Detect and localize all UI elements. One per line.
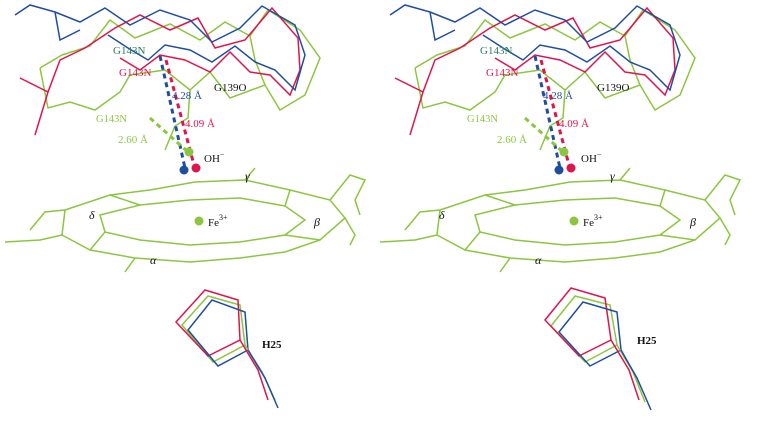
oh-atom-red [566,163,576,173]
oh-atom-green [184,147,194,157]
stereo-panel-right: G143N G143N G139O 4.28 Å G143N 4.09 Å 2.… [379,4,742,411]
heme-arm-bottom [124,257,136,273]
fe-atom [194,216,204,226]
heme-arm-top [244,167,256,181]
label-g139o: G139O [214,82,246,94]
heme-arm-right2 [344,217,356,246]
his-ring-blue [187,299,249,367]
heme-ring-outer [436,179,722,263]
label-gamma: γ [245,169,250,183]
heme-bond-2 [284,189,291,207]
heme-bond-3 [284,234,321,241]
backbone-blue [389,4,681,92]
hbond-lines [148,55,196,169]
heme-arm-bottom [499,257,511,273]
label-dist-green: 2.60 Å [497,134,527,146]
label-g143n-blue: G143N [480,45,512,57]
label-fe: Fe3+ [208,213,228,229]
his-ring-red [544,287,612,357]
backbone-blue-2 [54,11,81,42]
heme-ring-inner [99,197,307,246]
backbone-green [39,8,321,112]
label-alpha: α [535,253,542,267]
label-g143n-red: G143N [119,67,151,79]
his-stem-green [616,344,646,403]
label-dist-blue: 4.28 Å [172,90,202,102]
label-beta: β [313,215,320,229]
heme-arm-left2 [29,209,66,231]
label-beta: β [689,215,696,229]
his-ring-red [174,289,241,357]
oh-atom-blue [179,165,189,175]
label-delta: δ [89,208,95,222]
label-gamma: γ [610,169,615,183]
label-g143n-blue: G143N [113,45,145,57]
his-stem-red [239,339,269,401]
heme-bond-1 [109,194,141,206]
hbond-blue [533,55,562,169]
label-dist-blue: 4.28 Å [543,90,573,102]
label-oh: OH− [581,150,602,165]
heme-group [379,167,742,273]
his-ring-blue [558,301,622,367]
his-stem-blue [247,349,279,409]
backbone-upper [14,4,321,151]
heme-bond-4 [464,231,481,251]
label-g139o: G139O [597,82,629,94]
label-dist-red: 4.09 Å [559,118,589,130]
hbond-blue [158,55,187,169]
heme-ring-inner [474,197,682,246]
oh-atom-blue [554,165,564,175]
heme-bond-3 [659,234,696,241]
heme-arm-left [4,234,63,243]
oh-atom-red [191,163,201,173]
oh-atom-green [559,147,569,157]
heme-bond-4 [89,231,106,251]
heme-bond-2 [659,189,666,207]
his25-residue [174,289,279,409]
his-stem-red [610,339,640,401]
label-g143n-red: G143N [486,67,518,79]
heme-arm-right [704,174,742,216]
heme-arm-left2 [404,209,441,231]
heme-group [4,167,367,273]
backbone-green-3 [624,35,641,86]
heme-bond-1 [484,194,516,206]
label-h25: H25 [637,335,657,347]
backbone-red [409,6,676,136]
backbone-red-2 [394,77,424,93]
label-g143n-green: G143N [96,114,127,125]
label-dist-green: 2.60 Å [118,134,148,146]
backbone-red-2 [19,77,49,93]
heme-arm-top [619,167,631,181]
label-dist-red: 4.09 Å [185,118,215,130]
heme-arm-right [329,174,367,216]
label-fe: Fe3+ [583,213,603,229]
backbone-blue-2 [429,11,456,42]
hbond-red [539,59,571,166]
backbone-green-3 [249,35,266,86]
backbone-red [34,6,301,136]
label-oh: OH− [204,150,225,165]
backbone-green [414,8,696,112]
heme-arm-left [379,234,438,243]
fe-atom [569,216,579,226]
backbone-blue [14,4,306,92]
hbond-red [164,59,196,166]
heme-ring-outer [61,179,347,263]
label-alpha: α [150,253,157,267]
heme-arm-right2 [719,217,731,246]
label-h25: H25 [262,339,282,351]
backbone-upper [389,4,696,151]
label-g143n-green: G143N [467,114,498,125]
stereo-panel-left: G143N G143N G139O 4.28 Å G143N 4.09 Å 2.… [4,4,367,409]
his-stem-blue [620,349,652,411]
his25-residue [544,287,652,411]
hbond-lines [523,55,571,169]
label-delta: δ [439,208,445,222]
